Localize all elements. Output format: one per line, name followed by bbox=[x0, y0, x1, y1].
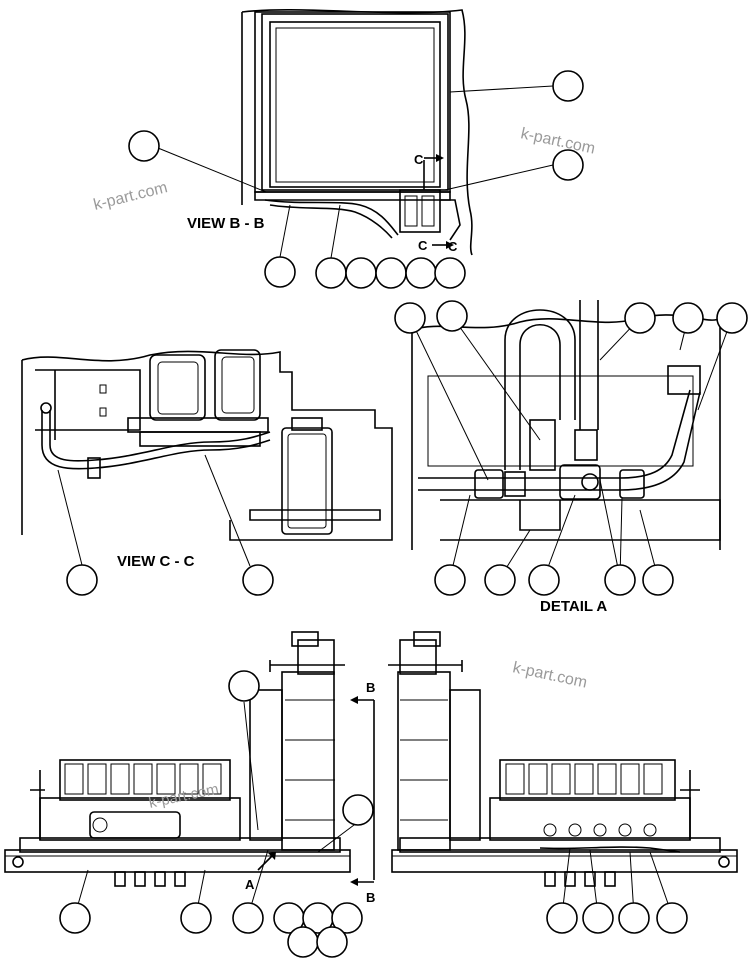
callout-balloon bbox=[228, 670, 260, 702]
watermark: k-part.com bbox=[147, 781, 220, 812]
callout-balloon bbox=[582, 902, 614, 934]
detail-a-drawing bbox=[409, 300, 733, 579]
view-cc-drawing bbox=[21, 349, 393, 567]
callout-balloon bbox=[375, 257, 407, 289]
section-b-bottom-label: B bbox=[366, 890, 375, 905]
section-c-bottom-label: C bbox=[418, 238, 428, 253]
section-c-top-label: C bbox=[414, 152, 424, 167]
callout-balloon bbox=[434, 564, 466, 596]
callout-balloon bbox=[315, 257, 347, 289]
watermark: k-part.com bbox=[92, 179, 169, 214]
callout-balloon bbox=[394, 302, 426, 334]
section-c-arrow-label: C bbox=[448, 239, 458, 254]
callout-balloon bbox=[331, 902, 363, 934]
callout-balloon bbox=[552, 70, 584, 102]
callout-balloon bbox=[232, 902, 264, 934]
callout-balloon bbox=[66, 564, 98, 596]
watermark: k-part.com bbox=[511, 659, 588, 691]
detail-a-marker: A bbox=[245, 877, 255, 892]
callout-balloon bbox=[180, 902, 212, 934]
callout-balloon bbox=[128, 130, 160, 162]
right-side-view-drawing bbox=[388, 631, 738, 916]
callout-balloon bbox=[528, 564, 560, 596]
callout-balloon bbox=[642, 564, 674, 596]
view-bb-drawing bbox=[157, 9, 554, 259]
callout-balloon bbox=[342, 794, 374, 826]
callout-balloon bbox=[716, 302, 748, 334]
callout-balloon bbox=[242, 564, 274, 596]
callout-balloon bbox=[546, 902, 578, 934]
callout-balloon bbox=[434, 257, 466, 289]
callout-balloon bbox=[672, 302, 704, 334]
left-side-view-drawing bbox=[4, 631, 375, 917]
detail-a-label: DETAIL A bbox=[540, 598, 607, 615]
section-b-top-label: B bbox=[366, 680, 375, 695]
watermark: k-part.com bbox=[519, 125, 596, 157]
view-bb-label: VIEW B - B bbox=[187, 215, 265, 232]
callout-balloon bbox=[264, 256, 296, 288]
callout-balloon bbox=[484, 564, 516, 596]
callout-balloon bbox=[345, 257, 377, 289]
callout-balloons bbox=[59, 70, 748, 958]
callout-balloon bbox=[405, 257, 437, 289]
callout-balloon bbox=[287, 926, 319, 958]
callout-balloon bbox=[552, 149, 584, 181]
callout-balloon bbox=[59, 902, 91, 934]
callout-balloon bbox=[656, 902, 688, 934]
callout-balloon bbox=[604, 564, 636, 596]
callout-balloon bbox=[316, 926, 348, 958]
view-cc-label: VIEW C - C bbox=[117, 553, 195, 570]
callout-balloon bbox=[624, 302, 656, 334]
callout-balloon bbox=[436, 300, 468, 332]
callout-balloon bbox=[618, 902, 650, 934]
